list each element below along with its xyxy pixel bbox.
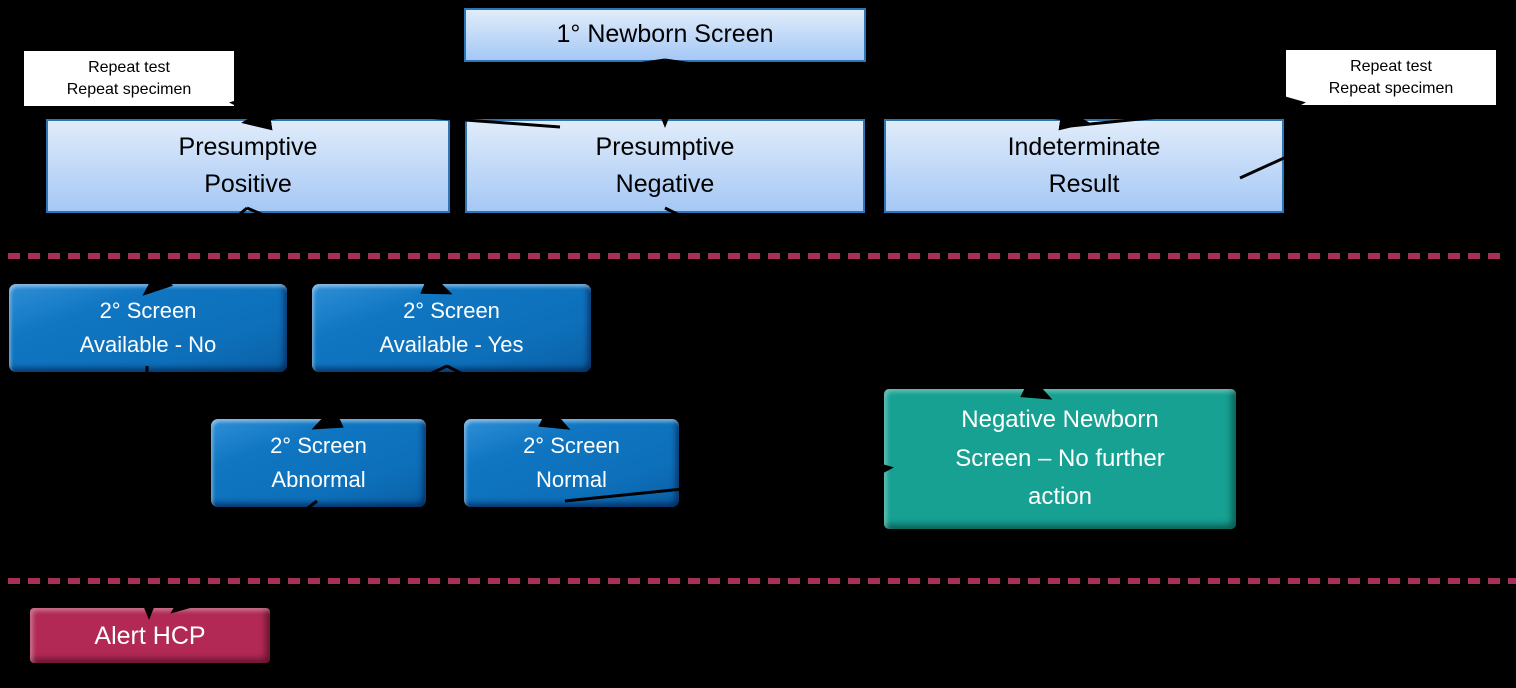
alert-hcp-box: Alert HCP: [30, 608, 270, 663]
secondary-screen-normal-box: 2° Screen Normal: [464, 419, 679, 507]
presumptive-positive-box: Presumptive Positive: [46, 119, 450, 213]
box-label-line: 2° Screen: [523, 432, 620, 458]
box-label-line: 2° Screen: [270, 432, 367, 458]
box-label: 1° Newborn Screen: [556, 20, 774, 49]
box-label-line: Negative: [615, 170, 715, 198]
box-label-line: Repeat test: [88, 58, 170, 76]
repeat-test-right-box: Repeat test Repeat specimen: [1286, 50, 1496, 105]
box-label-line: Repeat specimen: [66, 80, 192, 98]
box-label-line: Screen – No further: [955, 444, 1165, 472]
box-label-line: Repeat test: [1350, 57, 1432, 75]
primary-newborn-screen-box: 1° Newborn Screen: [464, 8, 866, 62]
box-label: Alert HCP: [94, 621, 206, 650]
box-label-line: 2° Screen: [403, 297, 500, 323]
negative-newborn-screen-box: Negative Newborn Screen – No further act…: [884, 389, 1236, 529]
indeterminate-result-box: Indeterminate Result: [884, 119, 1284, 213]
dashed-divider-top: [8, 253, 1508, 259]
box-label-line: Repeat specimen: [1328, 79, 1454, 97]
box-label-line: 2° Screen: [99, 297, 197, 323]
secondary-screen-abnormal-box: 2° Screen Abnormal: [211, 419, 426, 507]
secondary-screen-available-no-box: 2° Screen Available - No: [9, 284, 287, 372]
presumptive-negative-box: Presumptive Negative: [465, 119, 865, 213]
box-label-line: Available - No: [79, 332, 217, 357]
box-label-line: Result: [1048, 170, 1120, 198]
secondary-screen-available-yes-box: 2° Screen Available - Yes: [312, 284, 591, 372]
box-label-line: Indeterminate: [1007, 132, 1161, 161]
box-label-line: Presumptive: [595, 132, 735, 161]
repeat-test-left-box: Repeat test Repeat specimen: [24, 51, 234, 106]
box-label-line: Presumptive: [178, 132, 318, 161]
box-label-line: Available - Yes: [379, 332, 524, 357]
box-label-line: Negative Newborn: [961, 406, 1159, 434]
dashed-divider-bottom: [8, 578, 1516, 584]
box-label-line: Positive: [204, 170, 292, 198]
box-label-line: action: [1027, 483, 1093, 511]
box-label-line: Normal: [536, 467, 607, 492]
box-label-line: Abnormal: [271, 467, 366, 492]
